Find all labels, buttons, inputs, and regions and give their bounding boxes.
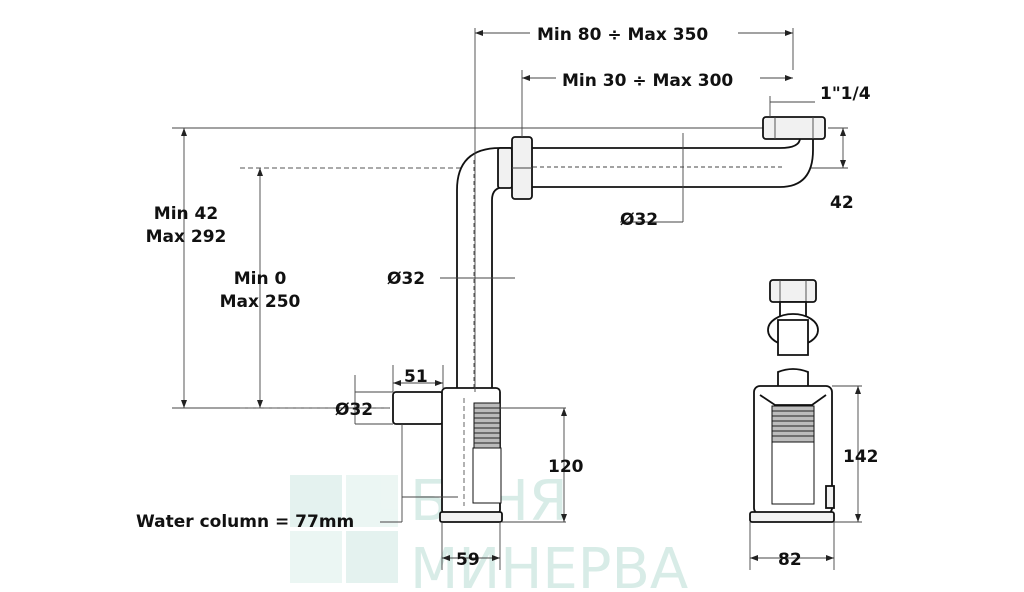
label-pipe-vertical: Ø32 bbox=[387, 269, 425, 289]
label-water-column: Water column = 77mm bbox=[136, 512, 354, 532]
arrowheads bbox=[181, 30, 861, 561]
dimension-labels: Min 80 ÷ Max 350 Min 30 ÷ Max 300 1"1/4 … bbox=[136, 25, 879, 570]
label-side-width: 82 bbox=[778, 550, 802, 570]
label-top-overall: Min 80 ÷ Max 350 bbox=[537, 25, 708, 45]
label-line: Min 0 bbox=[234, 269, 287, 289]
label-right-offset: 42 bbox=[830, 193, 854, 213]
inlet-fitting bbox=[762, 116, 826, 140]
label-line: Max 250 bbox=[220, 292, 301, 312]
label-pipe-horizontal: Ø32 bbox=[620, 210, 658, 230]
label-body-height: 120 bbox=[548, 457, 584, 477]
label-line: Max 292 bbox=[146, 227, 227, 247]
label-body-width: 59 bbox=[456, 550, 480, 570]
label-outlet-length: 51 bbox=[404, 367, 428, 387]
label-left-inner: Min 0 Max 250 bbox=[220, 269, 301, 312]
label-left-outer: Min 42 Max 292 bbox=[146, 204, 227, 247]
trap-body-front bbox=[392, 387, 503, 523]
label-thread: 1"1/4 bbox=[820, 84, 871, 104]
watermark-line2: МИНЕРВА bbox=[410, 537, 688, 592]
watermark-logo-icon bbox=[290, 475, 398, 583]
label-top-adjust: Min 30 ÷ Max 300 bbox=[562, 71, 733, 91]
label-line: Min 42 bbox=[154, 204, 218, 224]
trap-side-view bbox=[749, 279, 835, 523]
label-side-height: 142 bbox=[843, 447, 879, 467]
label-outlet-diameter: Ø32 bbox=[335, 400, 373, 420]
slip-nut bbox=[497, 136, 533, 200]
